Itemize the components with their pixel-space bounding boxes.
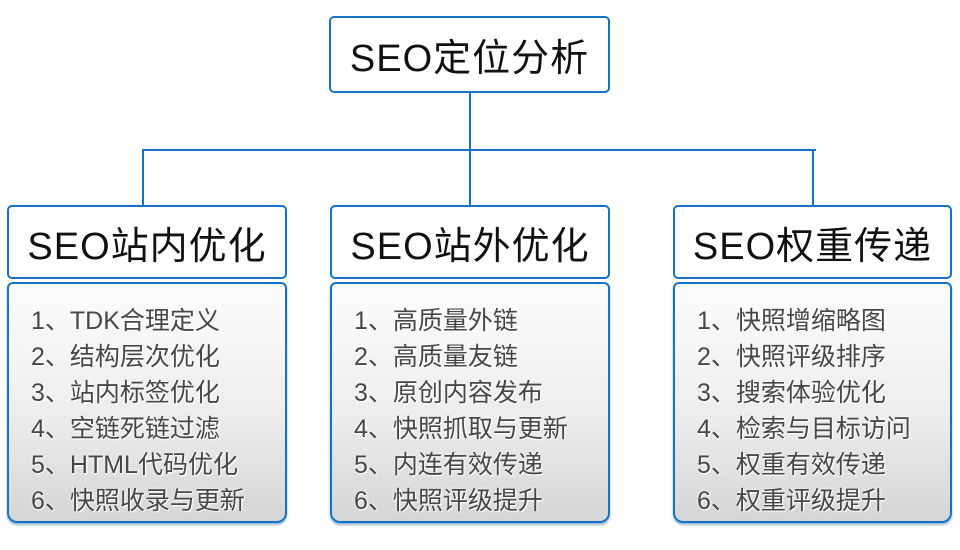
column-onsite-body: 1、TDK合理定义 2、结构层次优化 3、站内标签优化 4、空链死链过滤 5、H… — [7, 282, 287, 523]
list-item: 1、高质量外链 — [354, 307, 518, 335]
list-item: 6、权重评级提升 — [697, 487, 886, 515]
root-node-title: SEO定位分析 — [349, 38, 590, 80]
list-item: 2、结构层次优化 — [31, 343, 220, 371]
list-item: 6、快照收录与更新 — [31, 487, 245, 515]
column-onsite-header: SEO站内优化 — [7, 205, 287, 279]
connector-root-stem — [469, 93, 471, 150]
connector-drop-left — [142, 149, 144, 207]
column-weight-body: 1、快照增缩略图 2、快照评级排序 3、搜索体验优化 4、检索与目标访问 5、权… — [673, 282, 952, 523]
list-item: 5、HTML代码优化 — [31, 451, 238, 479]
list-item: 5、内连有效传递 — [354, 451, 543, 479]
connector-drop-right — [812, 149, 814, 207]
column-weight-title: SEO权重传递 — [692, 225, 933, 268]
column-weight-header: SEO权重传递 — [673, 205, 952, 279]
list-item: 2、快照评级排序 — [697, 343, 886, 371]
list-item: 3、站内标签优化 — [31, 379, 220, 407]
column-offsite-body: 1、高质量外链 2、高质量友链 3、原创内容发布 4、快照抓取与更新 5、内连有… — [330, 282, 610, 523]
column-offsite-header: SEO站外优化 — [330, 205, 610, 279]
list-item: 3、搜索体验优化 — [697, 379, 886, 407]
list-item: 4、快照抓取与更新 — [354, 415, 568, 443]
list-item: 5、权重有效传递 — [697, 451, 886, 479]
list-item: 2、高质量友链 — [354, 343, 518, 371]
root-node: SEO定位分析 — [329, 16, 610, 93]
list-item: 3、原创内容发布 — [354, 379, 543, 407]
list-item: 6、快照评级提升 — [354, 487, 543, 515]
list-item: 4、空链死链过滤 — [31, 415, 220, 443]
connector-horizontal — [142, 149, 816, 151]
list-item: 1、快照增缩略图 — [697, 307, 886, 335]
list-item: 1、TDK合理定义 — [31, 307, 220, 335]
column-onsite-title: SEO站内优化 — [27, 225, 267, 268]
list-item: 4、检索与目标访问 — [697, 415, 911, 443]
connector-drop-middle — [469, 149, 471, 207]
column-offsite-title: SEO站外优化 — [350, 225, 590, 268]
